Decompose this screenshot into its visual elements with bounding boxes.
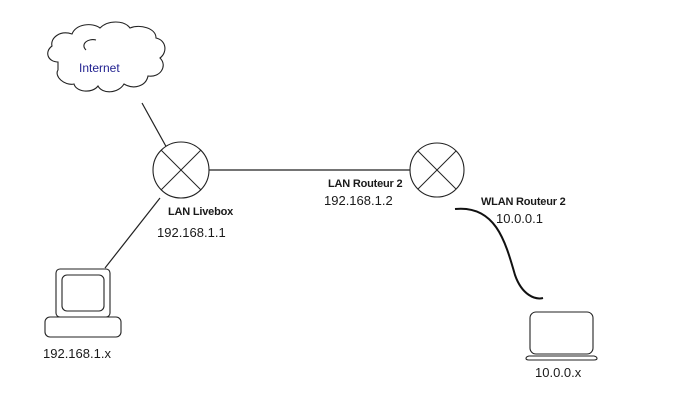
router-icon-livebox[interactable]: [152, 141, 210, 199]
wlan-ip-label: 10.0.0.1: [496, 211, 543, 226]
link-internet-livebox: [141, 102, 169, 151]
desktop-computer-icon[interactable]: [44, 268, 122, 338]
link-livebox-desktop: [104, 197, 161, 269]
wlan-name-label: WLAN Routeur 2: [481, 196, 566, 208]
router-icon-routeur2[interactable]: [409, 142, 465, 198]
laptop-computer-icon[interactable]: [525, 311, 598, 361]
livebox-ip-label: 192.168.1.1: [157, 225, 226, 240]
livebox-name-label: LAN Livebox: [168, 206, 234, 218]
internet-label: Internet: [79, 61, 120, 75]
desktop-ip-label: 192.168.1.x: [43, 346, 111, 361]
link-wireless-routeur2-laptop: [454, 207, 544, 300]
cloud-icon: [47, 21, 166, 93]
routeur2-name-label: LAN Routeur 2: [328, 178, 403, 190]
routeur2-ip-label: 192.168.1.2: [324, 193, 393, 208]
laptop-ip-label: 10.0.0.x: [535, 365, 582, 380]
